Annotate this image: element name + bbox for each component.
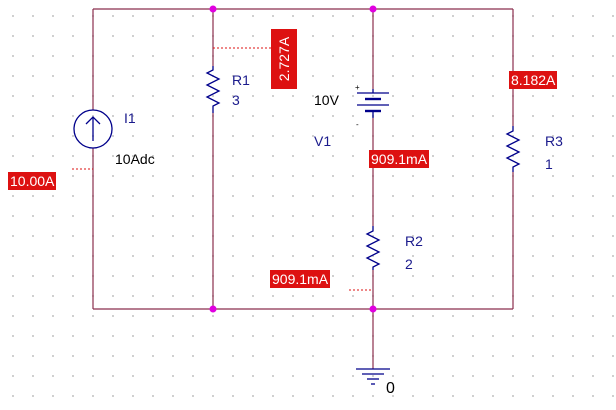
current-source-arrow-up-icon[interactable] [73,109,113,149]
r3-ref-label: R3 [545,133,563,149]
ground-icon[interactable] [356,368,390,385]
r2-current-marker[interactable]: 909.1mA [270,270,331,288]
wires [92,8,514,369]
r1-value-label: 3 [232,92,240,108]
resistor-r2-icon[interactable] [365,226,381,270]
resistor-r3-icon[interactable] [505,126,521,172]
resistor-r1-icon[interactable] [205,66,221,113]
junction-dot [369,5,377,13]
battery-plus-sign: + [355,83,360,92]
r1-ref-label: R1 [232,72,250,88]
junctions [209,5,377,313]
i1-ref-label: I1 [124,110,136,126]
junction-dot [369,305,377,313]
battery-icon[interactable] [357,89,389,118]
r1-current-marker[interactable]: 2.727A [271,29,297,89]
r3-current-marker[interactable]: 8.182A [509,71,558,89]
r3-value-label: 1 [545,156,553,172]
r2-value-label: 2 [405,256,413,272]
ground-node-label: 0 [386,380,395,397]
r1-current-marker-text: 2.727A [276,36,292,82]
battery-minus-sign: - [356,120,359,129]
v1-current-marker[interactable]: 909.1mA [369,150,430,168]
r2-ref-label: R2 [405,233,423,249]
v1-value-label: 10V [314,92,339,108]
marker-leaders [72,47,373,291]
junction-dot [209,5,217,13]
v1-ref-label: V1 [314,133,332,149]
i1-current-marker[interactable]: 10.00A [8,172,57,190]
i1-value-label: 10Adc [115,151,155,167]
junction-dot [209,305,217,313]
